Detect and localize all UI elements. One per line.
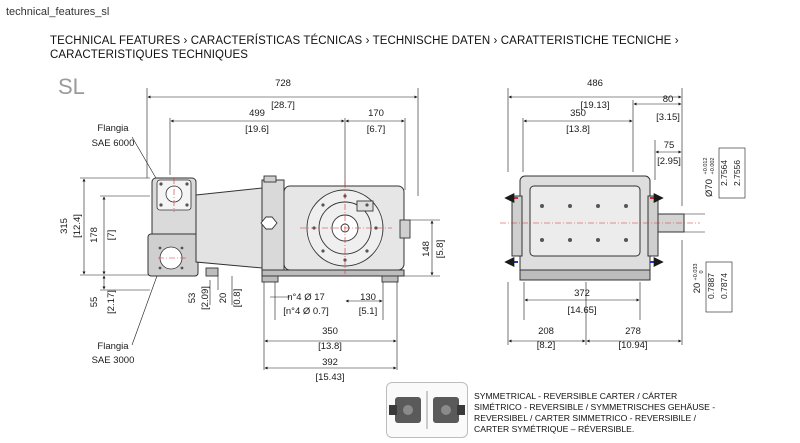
shaft-in-2: 2.7556	[732, 160, 742, 186]
page-title: TECHNICAL FEATURES › CARACTERÍSTICAS TÉC…	[50, 34, 690, 62]
dim-728: 728	[275, 78, 291, 89]
side-view: 728 [28.7] 499 [19.6] 170 [6.7] Flangia …	[59, 78, 446, 383]
dim-20-side: 20	[218, 293, 229, 304]
note-line-2: SIMÉTRICO - REVERSIBLE / SYMMETRISCHES G…	[474, 402, 716, 412]
dim-75-in: [2.95]	[657, 156, 681, 167]
dim-75: 75	[664, 140, 675, 151]
dim-372-in: [14.65]	[567, 305, 596, 316]
reversible-carter-icon	[386, 382, 468, 438]
key-tol-lo: 0	[699, 270, 705, 273]
dim-486: 486	[587, 78, 603, 89]
dim-170: 170	[368, 108, 384, 119]
dim-350-front-in: [13.8]	[566, 124, 590, 135]
dim-80-in: [3.15]	[656, 112, 680, 123]
dim-130-in: [5.1]	[359, 306, 378, 317]
flange-bottom-label-1: Flangia	[97, 341, 129, 352]
dim-486-in: [19.13]	[580, 100, 609, 111]
dim-372: 372	[574, 288, 590, 299]
dim-392-in: [15.43]	[315, 372, 344, 383]
note-line-3: REVERSIBEL / CARTER SIMMETRICO - REVERSI…	[474, 413, 697, 423]
dim-208-in: [8.2]	[537, 340, 556, 351]
dim-178-in: [7]	[106, 230, 117, 241]
key-tol-hi: +0.033	[693, 264, 699, 281]
dim-148-in: [5.8]	[435, 240, 446, 259]
flange-top-label-2: SAE 6000	[92, 138, 135, 149]
note-line-4: CARTER SYMÉTRIQUE – RÉVERSIBLE.	[474, 424, 635, 434]
dim-178: 178	[89, 227, 100, 243]
key-in-1: 0.7887	[706, 273, 716, 299]
mount-holes: n°4 Ø 17	[287, 292, 325, 303]
title-line-1: TECHNICAL FEATURES › CARACTERÍSTICAS TÉC…	[50, 35, 679, 47]
dim-278-in: [10.94]	[618, 340, 647, 351]
key-in-2: 0.7874	[719, 273, 729, 299]
dim-130: 130	[360, 292, 376, 303]
flange-top-label-1: Flangia	[97, 123, 129, 134]
dim-148: 148	[421, 241, 432, 257]
model-name: SL	[58, 74, 85, 99]
dim-499: 499	[249, 108, 265, 119]
dim-208: 208	[538, 326, 554, 337]
dim-278: 278	[625, 326, 641, 337]
shaft-tol-hi: +0.012	[703, 158, 709, 175]
dim-315: 315	[59, 218, 70, 234]
shaft-in-1: 2.7564	[719, 160, 729, 186]
flange-bottom-label-2: SAE 3000	[92, 355, 135, 366]
dim-350-side-in: [13.8]	[318, 341, 342, 352]
dim-170-in: [6.7]	[367, 124, 386, 135]
dim-392: 392	[322, 357, 338, 368]
dim-315-in: [12.4]	[72, 214, 83, 238]
dim-728-in: [28.7]	[271, 100, 295, 111]
dim-20-side-in: [0.8]	[232, 289, 243, 308]
dim-53: 53	[187, 293, 198, 304]
shaft-diameter: Ø70	[704, 179, 715, 197]
mount-holes-in: [n°4 Ø 0.7]	[283, 306, 329, 317]
dim-350-side: 350	[322, 326, 338, 337]
reversible-note: SYMMETRICAL - REVERSIBLE CARTER / CÁRTER…	[474, 391, 764, 435]
title-line-2: CARACTERISTIQUES TECHNIQUES	[50, 49, 249, 61]
dim-53-in: [2.09]	[200, 286, 211, 310]
shaft-tol-lo: +0.002	[710, 158, 716, 175]
reversible-arrows	[504, 193, 664, 267]
note-line-1: SYMMETRICAL - REVERSIBLE CARTER / CÁRTER	[474, 391, 678, 401]
key-width: 20	[692, 283, 703, 294]
dim-80: 80	[663, 94, 674, 105]
dim-499-in: [19.6]	[245, 124, 269, 135]
dim-55: 55	[89, 297, 100, 308]
dim-55-in: [2.17]	[106, 290, 117, 314]
file-label: technical_features_sl	[6, 6, 110, 18]
dim-350-front: 350	[570, 108, 586, 119]
front-view: 486 [19.13] 350 [13.8] 80 [3.15] 75 [2.9…	[500, 78, 746, 351]
